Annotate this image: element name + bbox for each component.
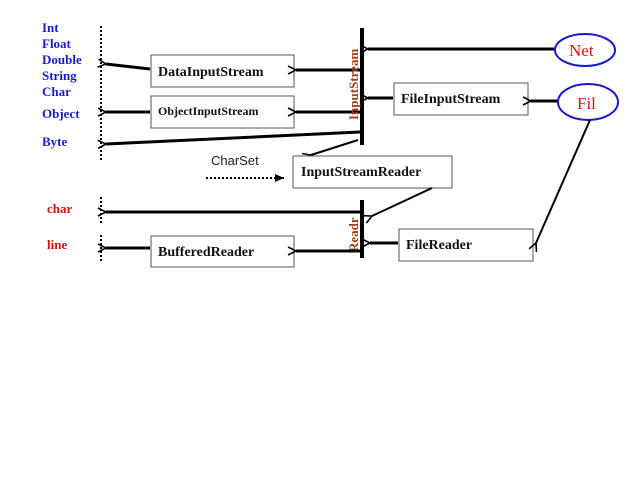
arrow-fil-to-fr (536, 119, 591, 243)
type-float: Float (42, 36, 72, 51)
object-input-stream-label: ObjectInputStream (158, 104, 258, 118)
type-char: Char (42, 84, 71, 99)
file-input-stream-label: FileInputStream (401, 92, 501, 107)
type-object: Object (42, 106, 80, 121)
input-stream-bar-label: InputStream (346, 49, 361, 120)
arrow-data-to-types (106, 64, 151, 71)
type-double: Double (42, 52, 82, 67)
net-source[interactable] (554, 33, 616, 67)
reader-bar-label: Readr (346, 217, 361, 252)
data-input-stream-box[interactable] (150, 54, 295, 88)
file-reader-box[interactable] (398, 228, 534, 262)
type-int: Int (42, 20, 59, 35)
file-source[interactable] (557, 83, 619, 121)
buffered-reader-label: BufferedReader (158, 245, 254, 260)
type-string: String (42, 68, 77, 83)
input-stream-reader-label: InputStreamReader (301, 165, 421, 180)
file-source-label: Fil (577, 94, 596, 113)
file-input-stream-box[interactable] (393, 82, 529, 116)
charset-label: CharSet (211, 153, 259, 168)
type-char-lower: char (47, 201, 73, 216)
arrow-is-to-isr (311, 139, 359, 155)
type-line: line (47, 237, 67, 252)
arrow-isr-to-reader (372, 187, 433, 216)
net-source-label: Net (569, 41, 594, 60)
file-reader-label: FileReader (406, 238, 472, 253)
arrow-is-to-byte (106, 130, 361, 144)
data-input-stream-label: DataInputStream (158, 65, 264, 80)
input-stream-reader-box[interactable] (292, 155, 453, 189)
type-byte: Byte (42, 134, 68, 149)
